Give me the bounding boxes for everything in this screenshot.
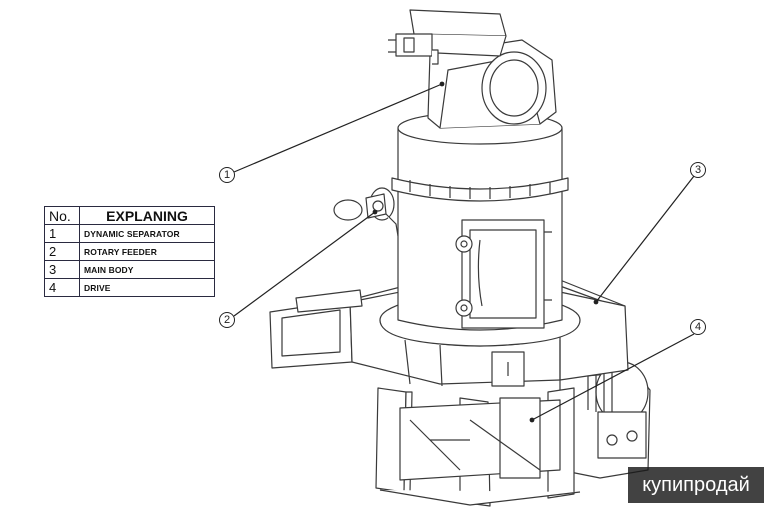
callout-3-label: 3: [695, 164, 701, 176]
legend-header-no: No.: [44, 206, 80, 225]
legend-row-label: DRIVE: [79, 278, 215, 297]
callout-2-label: 2: [224, 314, 230, 326]
legend-row: 4 DRIVE: [44, 278, 215, 297]
callout-4: 4: [690, 319, 706, 335]
callout-3: 3: [690, 162, 706, 178]
side-duct: [295, 289, 363, 313]
callout-2: 2: [219, 312, 235, 328]
legend-row-label: DYNAMIC SEPARATOR: [79, 224, 215, 243]
inspection-door: [455, 219, 552, 329]
base-frame: [375, 387, 581, 507]
legend-row: 1 DYNAMIC SEPARATOR: [44, 224, 215, 243]
legend-row-label: ROTARY FEEDER: [79, 242, 215, 261]
legend-row-number: 4: [44, 278, 80, 297]
legend-row-number: 2: [44, 242, 80, 261]
callout-4-label: 4: [695, 321, 701, 333]
legend-table: No. EXPLANING 1 DYNAMIC SEPARATOR 2 ROTA…: [44, 206, 215, 297]
legend-header-explaining: EXPLANING: [79, 206, 215, 225]
leader-line-1: [233, 83, 443, 173]
legend-row: 2 ROTARY FEEDER: [44, 242, 215, 261]
legend-header-row: No. EXPLANING: [44, 206, 215, 225]
leader-line-3: [595, 175, 695, 303]
leader-line-2: [233, 211, 376, 317]
legend-row-label: MAIN BODY: [79, 260, 215, 279]
leader-lines: [233, 83, 695, 421]
legend-row-number: 3: [44, 260, 80, 279]
watermark-badge: купипродай: [628, 467, 764, 503]
leader-dots: [372, 81, 599, 423]
dynamic-separator: [388, 9, 557, 129]
leader-line-4: [531, 333, 695, 421]
callout-1-label: 1: [224, 169, 230, 181]
legend-row: 3 MAIN BODY: [44, 260, 215, 279]
callout-1: 1: [219, 167, 235, 183]
legend-row-number: 1: [44, 224, 80, 243]
rotary-feeder: [333, 187, 399, 237]
